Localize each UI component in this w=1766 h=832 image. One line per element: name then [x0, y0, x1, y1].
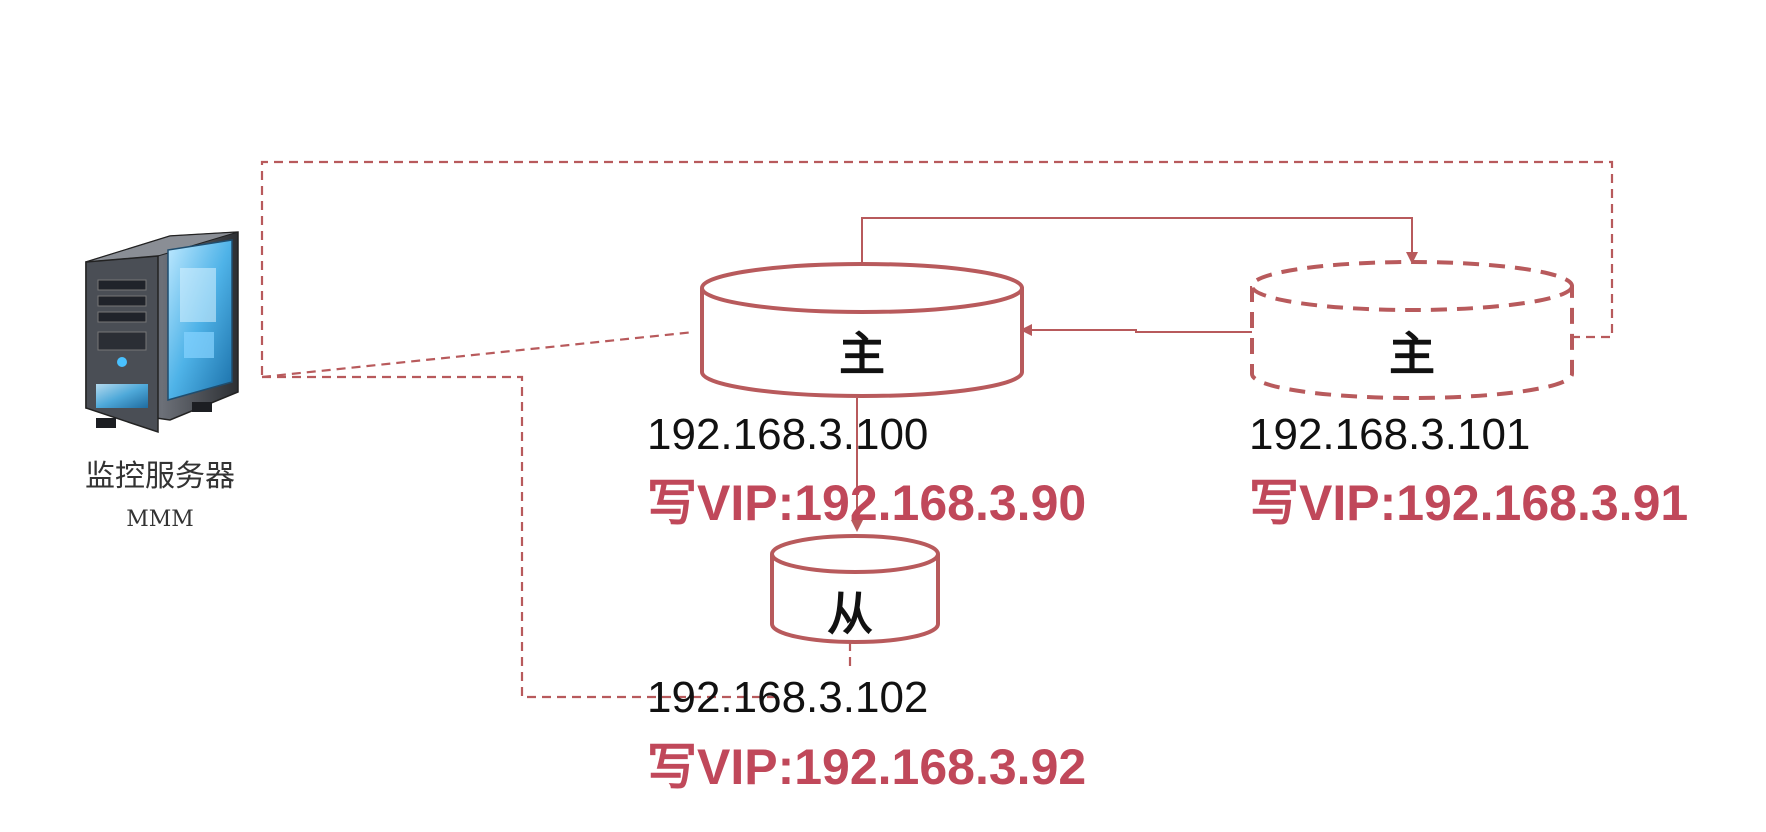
monitor-to-master2-link [260, 160, 1614, 375]
slave-ip: 192.168.3.102 [647, 673, 928, 722]
monitor-to-master1-link [261, 330, 695, 379]
master2-ip: 192.168.3.101 [1249, 410, 1530, 459]
master2-vip: 写VIP:192.168.3.91 [1249, 475, 1688, 531]
slave-cylinder [770, 554, 940, 644]
slave-label: 从 [827, 587, 873, 641]
server-tower-icon [85, 231, 239, 434]
slave-vip: 写VIP:192.168.3.92 [647, 739, 1086, 795]
master1-node: 主 [700, 262, 1024, 398]
master2-cylinder-top [1250, 260, 1574, 312]
master2-label: 主 [1389, 327, 1435, 381]
slave-cylinder-top [770, 534, 940, 574]
monitoring-links [260, 160, 1614, 699]
monitor-subcaption: MMM [126, 507, 194, 532]
replication-links [851, 217, 1418, 532]
master1-label: 主 [839, 327, 885, 381]
master1-ip: 192.168.3.100 [647, 410, 928, 459]
master2-cylinder [1250, 286, 1574, 400]
master1-vip: 写VIP:192.168.3.90 [647, 475, 1086, 531]
master2-node: 主 [1250, 260, 1574, 400]
master1-cylinder-top [700, 262, 1024, 314]
master1-cylinder [700, 288, 1024, 398]
master1-to-master2-arrow [861, 217, 1418, 267]
slave-node: 从 [770, 534, 940, 644]
monitor-to-slave-link [262, 375, 776, 699]
master2-to-master1-arrow [1020, 324, 1252, 336]
monitor-caption: 监控服务器 [85, 459, 235, 494]
